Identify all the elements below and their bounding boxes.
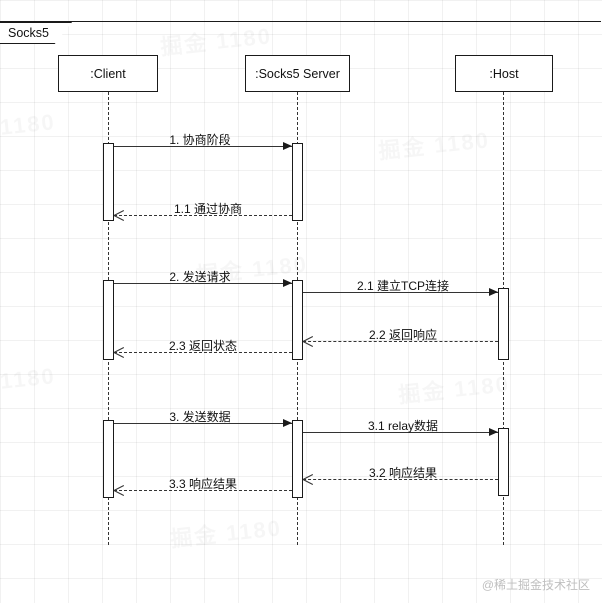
activation-bar-server <box>291 280 303 360</box>
message-line-m2_3 <box>113 352 292 353</box>
arrowhead-m1 <box>282 142 292 150</box>
activation-bar-client <box>102 420 114 498</box>
arrowhead-m3 <box>282 419 292 427</box>
activation-bar-server <box>291 143 303 221</box>
message-line-m3_1 <box>302 432 498 433</box>
message-line-m3_3 <box>113 490 292 491</box>
participant-label: :Host <box>489 66 519 81</box>
message-line-m3 <box>113 423 292 424</box>
participant-box-client[interactable]: :Client <box>58 55 158 92</box>
message-label-m2_3: 2.3 返回状态 <box>168 339 238 353</box>
message-line-m3_2 <box>302 479 498 480</box>
participant-box-host[interactable]: :Host <box>455 55 553 92</box>
arrowhead-m2_1 <box>488 288 498 296</box>
message-label-m3_3: 3.3 响应结果 <box>168 477 238 491</box>
arrowhead-m2_3 <box>114 347 124 358</box>
message-label-m1_1: 1.1 通过协商 <box>173 202 243 216</box>
message-label-m3_2: 3.2 响应结果 <box>368 466 438 480</box>
frame-tab-label: Socks5 <box>8 26 49 40</box>
arrowhead-m2 <box>282 279 292 287</box>
message-line-m2 <box>113 283 292 284</box>
participant-box-server[interactable]: :Socks5 Server <box>245 55 350 92</box>
participant-label: :Socks5 Server <box>255 66 340 81</box>
activation-bar-host <box>497 288 509 360</box>
arrowhead-m3_3 <box>114 485 124 496</box>
activation-bar-host <box>497 428 509 496</box>
arrowhead-m1_1 <box>114 210 124 221</box>
arrowhead-m3_2 <box>303 474 313 485</box>
arrowhead-m2_2 <box>303 336 313 347</box>
activation-bar-client <box>102 280 114 360</box>
site-watermark: @稀土掘金技术社区 <box>481 578 590 592</box>
diagram-frame: Socks5 <box>0 21 601 602</box>
message-line-m1 <box>113 146 292 147</box>
message-line-m1_1 <box>113 215 292 216</box>
message-label-m2_1: 2.1 建立TCP连接 <box>356 279 450 293</box>
message-label-m2: 2. 发送请求 <box>169 270 231 284</box>
message-line-m2_2 <box>302 341 498 342</box>
message-label-m3_1: 3.1 relay数据 <box>367 419 439 433</box>
message-label-m2_2: 2.2 返回响应 <box>368 328 438 342</box>
arrowhead-m3_1 <box>488 428 498 436</box>
message-label-m1: 1. 协商阶段 <box>169 133 231 147</box>
activation-bar-client <box>102 143 114 221</box>
activation-bar-server <box>291 420 303 498</box>
participant-label: :Client <box>90 66 126 81</box>
message-label-m3: 3. 发送数据 <box>169 410 231 424</box>
message-line-m2_1 <box>302 292 498 293</box>
